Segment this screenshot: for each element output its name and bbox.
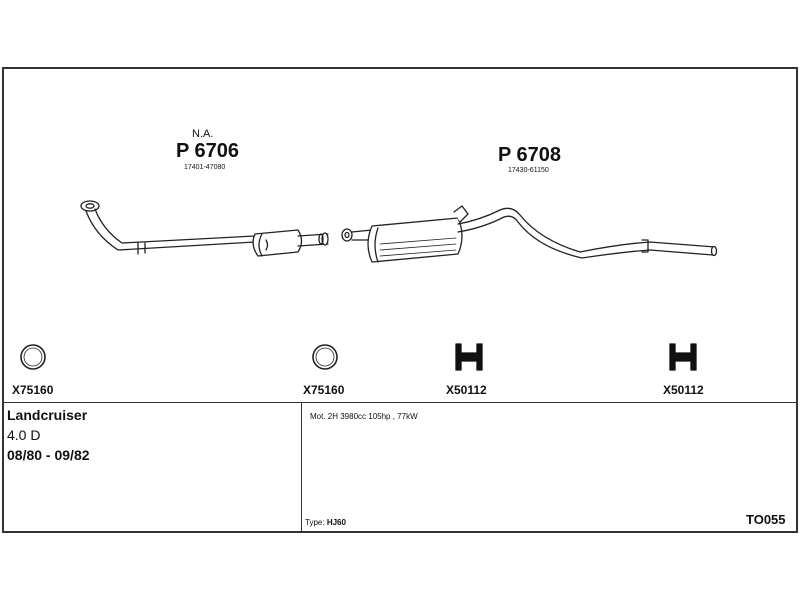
vehicle-years: 08/80 - 09/82 [7, 447, 90, 463]
fitting-code[interactable]: X50112 [663, 383, 704, 397]
type-row: Type: HJ60 [305, 518, 346, 527]
ring-gasket-icon[interactable] [20, 344, 46, 370]
vehicle-engine: 4.0 D [7, 427, 41, 443]
front-pipe-assembly[interactable] [80, 200, 329, 257]
fitting-code[interactable]: X75160 [12, 383, 54, 397]
diagram-frame [2, 67, 798, 533]
table-divider-horizontal [2, 402, 798, 403]
motor-spec: Mot. 2H 3980cc 105hp , 77kW [310, 412, 418, 421]
vehicle-model: Landcruiser [7, 407, 88, 423]
front-part-note: N.A. [192, 128, 214, 140]
type-label: Type: [305, 518, 325, 527]
type-value: HJ60 [326, 518, 346, 527]
front-part-number[interactable]: P 6706 [176, 140, 240, 162]
fitting-code[interactable]: X75160 [303, 383, 345, 397]
catalog-reference: TO055 [746, 512, 786, 527]
rear-part-number[interactable]: P 6708 [498, 144, 562, 166]
ring-gasket-icon[interactable] [312, 344, 338, 370]
rear-part-oem: 17430-61150 [508, 167, 549, 174]
table-divider-vertical [301, 402, 302, 533]
rubber-hanger-icon[interactable] [669, 343, 697, 371]
fitting-code[interactable]: X50112 [446, 383, 487, 397]
front-part-oem: 17401-47080 [184, 164, 226, 171]
rear-pipe-assembly[interactable] [341, 205, 718, 263]
rubber-hanger-icon[interactable] [455, 343, 483, 371]
